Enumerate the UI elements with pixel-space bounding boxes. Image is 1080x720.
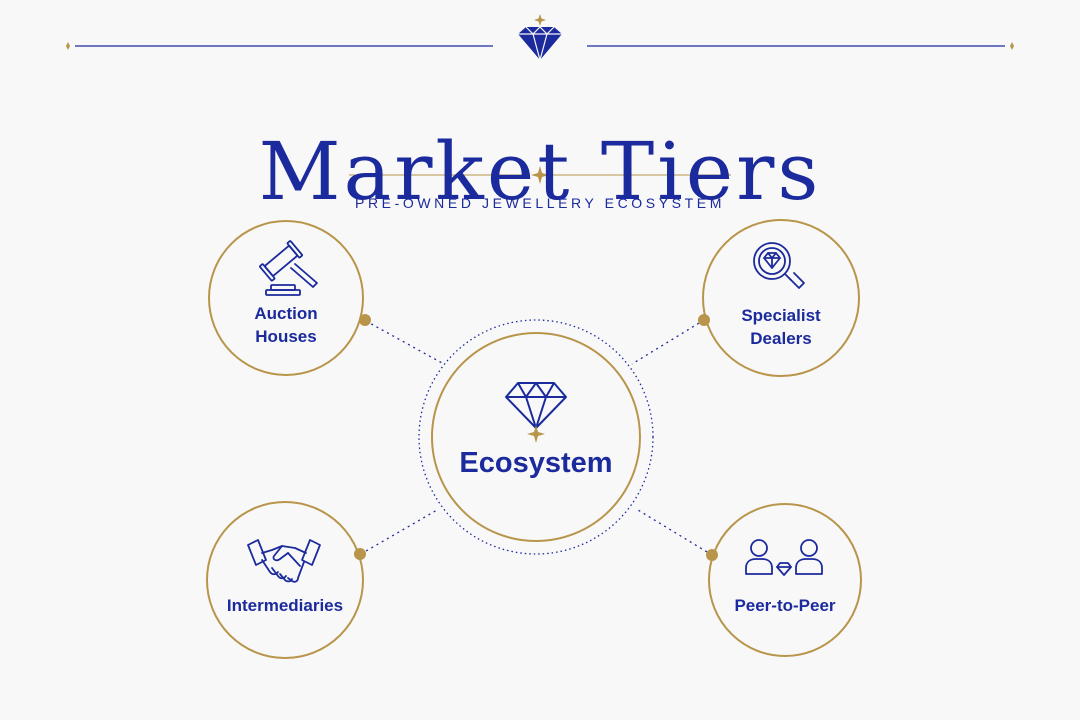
node-label-auction-houses: Auction Houses <box>254 304 318 346</box>
connector-intermediaries <box>360 509 438 555</box>
node-label-intermediaries: Intermediaries <box>226 596 344 615</box>
sparkle-icon <box>1010 42 1014 50</box>
connector-dot <box>706 549 718 561</box>
connector-specialist <box>631 319 705 365</box>
node-label-specialist-dealers: Specialist Dealers <box>741 306 821 348</box>
title-divider <box>349 166 731 184</box>
connector-dot <box>698 314 710 326</box>
sparkle-icon <box>527 425 545 443</box>
connectors <box>360 319 713 556</box>
node-circle-auction-houses <box>208 220 364 376</box>
sparkle-icon <box>531 166 549 184</box>
node-circle-specialist-dealers <box>702 219 860 377</box>
center-dotted-ring <box>418 319 654 555</box>
connector-auction <box>365 320 443 364</box>
gavel-icon <box>259 240 318 296</box>
connector-dot <box>359 314 371 326</box>
connector-peer <box>637 509 713 556</box>
connector-dot <box>354 548 366 560</box>
top-ornament <box>66 14 1014 63</box>
page-subtitle: PRE-OWNED JEWELLERY ECOSYSTEM <box>355 195 725 211</box>
node-label-peer-to-peer: Peer-to-Peer <box>734 596 836 615</box>
two-people-diamond-icon <box>745 539 823 576</box>
center-label: Ecosystem <box>459 447 613 479</box>
diamond-magnifier-icon <box>753 242 805 289</box>
handshake-icon <box>247 539 321 583</box>
node-circle-peer-to-peer <box>708 503 862 657</box>
page-title: Market Tiers <box>258 124 822 218</box>
sparkle-icon <box>66 42 70 50</box>
diamond-icon <box>518 14 562 63</box>
